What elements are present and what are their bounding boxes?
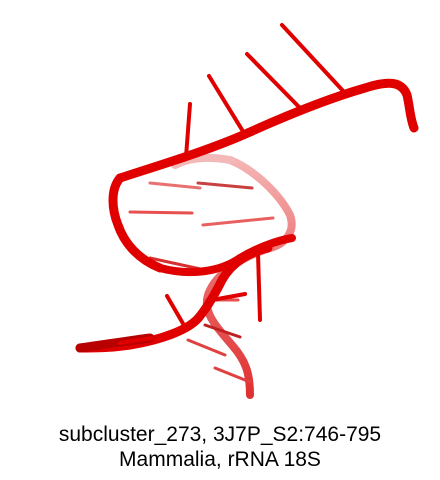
front-base-rungs [118,23,347,345]
back-strand [171,153,296,399]
rna-3d-structure-image [75,23,419,399]
caption-line-taxonomy: Mammalia, rRNA 18S [119,448,321,471]
structure-caption: subcluster_273, 3J7P_S2:746-795 Mammalia… [0,422,440,472]
front-strand [75,78,419,353]
caption-line-identifier: subcluster_273, 3J7P_S2:746-795 [58,423,382,446]
back-base-rungs [128,181,275,384]
